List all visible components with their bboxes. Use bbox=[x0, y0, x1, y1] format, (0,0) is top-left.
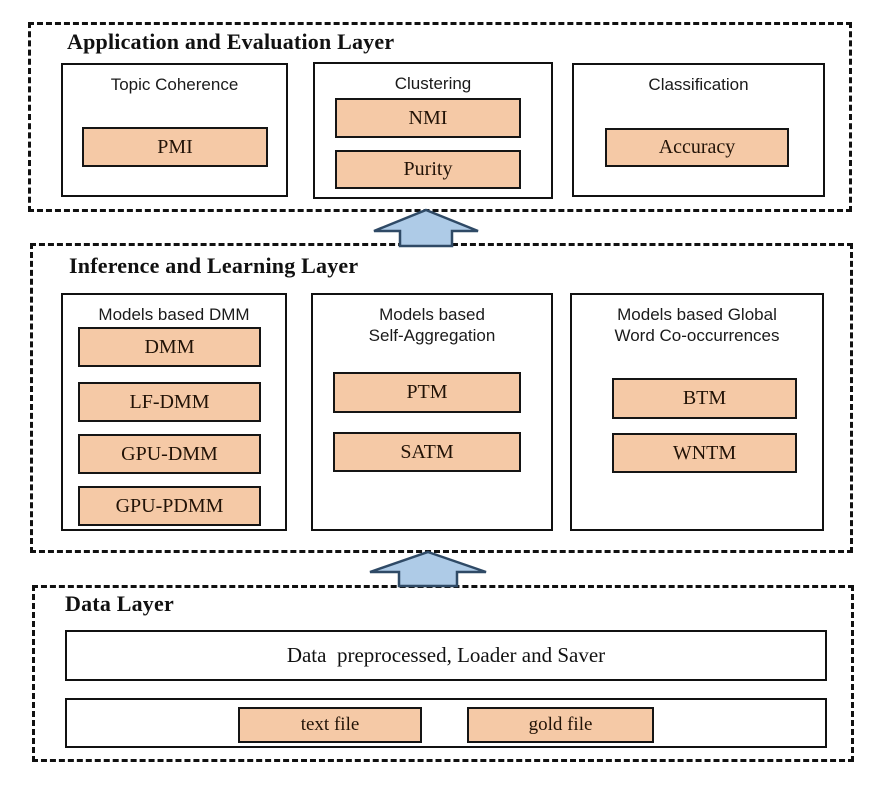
satm-chip: SATM bbox=[333, 432, 521, 472]
data-preprocess-bar: Data preprocessed, Loader and Saver bbox=[65, 630, 827, 681]
classification-label: Classification bbox=[648, 75, 749, 94]
self-aggregation-group: Models based Self-Aggregation PTM SATM bbox=[311, 293, 553, 531]
up-arrow-data-to-inference bbox=[369, 550, 487, 588]
topic-coherence-label: Topic Coherence bbox=[110, 75, 239, 94]
global-word-cooccurrences-group: Models based Global Word Co-occurrences … bbox=[570, 293, 824, 531]
application-layer-title: Application and Evaluation Layer bbox=[67, 29, 395, 54]
data-layer: Data Layer Data preprocessed, Loader and… bbox=[32, 585, 854, 762]
files-box: text file gold file bbox=[65, 698, 827, 748]
clustering-group: Clustering NMI Purity bbox=[313, 62, 553, 199]
btm-chip: BTM bbox=[612, 378, 797, 419]
inference-learning-layer: Inference and Learning Layer Models base… bbox=[30, 243, 853, 553]
global-word-cooccurrences-label: Models based Global Word Co-occurrences bbox=[614, 305, 780, 346]
gpu-pdmm-chip: GPU-PDMM bbox=[78, 486, 261, 526]
lf-dmm-chip: LF-DMM bbox=[78, 382, 261, 422]
models-based-dmm-label: Models based DMM bbox=[98, 305, 250, 324]
models-based-dmm-group: Models based DMM DMM LF-DMM GPU-DMM GPU-… bbox=[61, 293, 287, 531]
data-layer-title: Data Layer bbox=[65, 591, 174, 616]
wntm-chip: WNTM bbox=[612, 433, 797, 473]
up-arrow-inference-to-application bbox=[373, 208, 479, 248]
purity-chip: Purity bbox=[335, 150, 521, 189]
text-file-chip: text file bbox=[238, 707, 422, 743]
inference-layer-title: Inference and Learning Layer bbox=[69, 253, 359, 278]
gpu-dmm-chip: GPU-DMM bbox=[78, 434, 261, 474]
pmi-chip: PMI bbox=[82, 127, 268, 167]
nmi-chip: NMI bbox=[335, 98, 521, 138]
classification-group: Classification Accuracy bbox=[572, 63, 825, 197]
topic-coherence-group: Topic Coherence PMI bbox=[61, 63, 288, 197]
ptm-chip: PTM bbox=[333, 372, 521, 413]
clustering-label: Clustering bbox=[394, 74, 472, 93]
self-aggregation-label: Models based Self-Aggregation bbox=[368, 305, 496, 346]
application-evaluation-layer: Application and Evaluation Layer Topic C… bbox=[28, 22, 852, 212]
dmm-chip: DMM bbox=[78, 327, 261, 367]
gold-file-chip: gold file bbox=[467, 707, 654, 743]
accuracy-chip: Accuracy bbox=[605, 128, 789, 167]
